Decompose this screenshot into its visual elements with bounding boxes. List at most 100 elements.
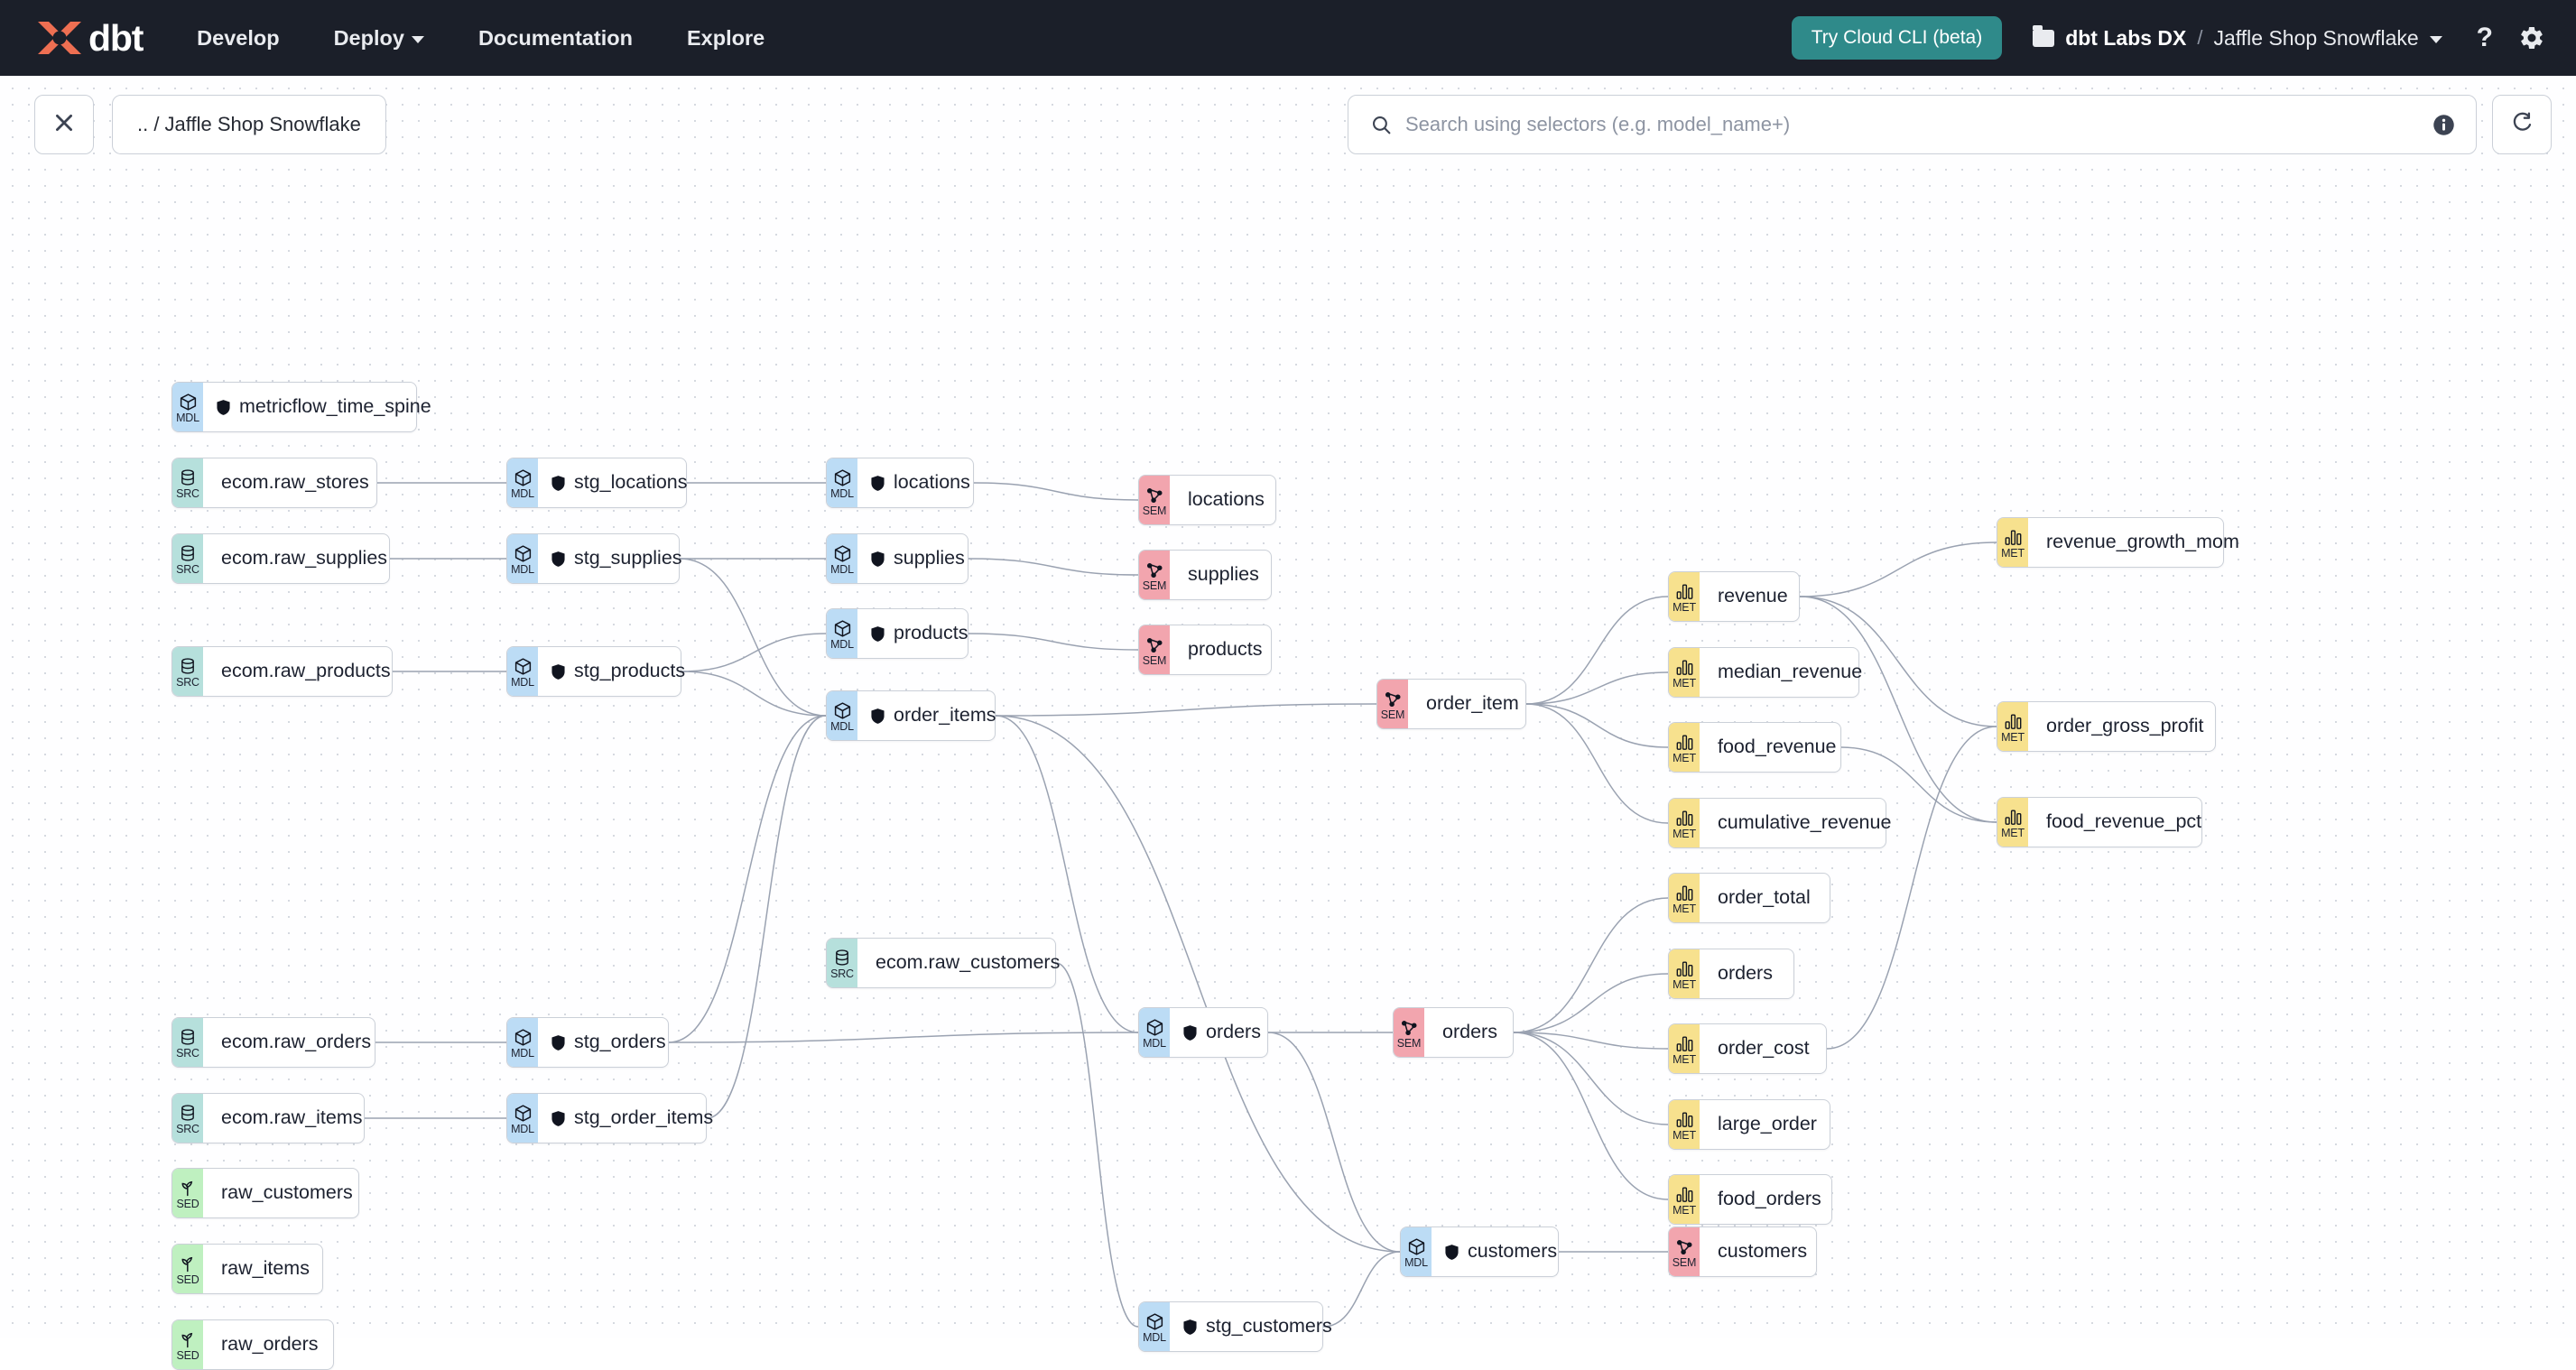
nav-link-develop[interactable]: Develop xyxy=(197,26,279,51)
node-label: revenue_growth_mom xyxy=(2046,531,2239,553)
refresh-button[interactable] xyxy=(2492,95,2552,154)
node-type-badge-sed: SED xyxy=(172,1169,203,1217)
breadcrumb-path-chip[interactable]: .. / Jaffle Shop Snowflake xyxy=(112,95,386,154)
search-input[interactable] xyxy=(1405,113,2432,136)
info-icon[interactable] xyxy=(2432,113,2456,137)
node-label: ecom.raw_supplies xyxy=(221,547,388,569)
node-body: order_items xyxy=(857,691,1013,740)
breadcrumb-project[interactable]: Jaffle Shop Snowflake xyxy=(2213,25,2419,50)
bar-chart-icon xyxy=(2004,528,2023,547)
node-type-label: MET xyxy=(2001,730,2025,744)
node-label: supplies xyxy=(1188,563,1259,586)
cube-icon xyxy=(833,468,852,487)
close-button[interactable] xyxy=(34,95,94,154)
node-type-badge-mdl: MDL xyxy=(507,1094,538,1143)
lineage-edge xyxy=(668,715,827,1043)
node-type-label: MET xyxy=(1673,977,1696,991)
dbt-logo[interactable]: dbt xyxy=(34,18,144,58)
node-body: customers xyxy=(1432,1227,1573,1276)
public-access-shield-icon xyxy=(870,475,885,492)
search-bar[interactable] xyxy=(1348,95,2477,154)
node-type-label: SEM xyxy=(1672,1255,1697,1269)
node-label: stg_customers xyxy=(1206,1315,1332,1338)
node-label: median_revenue xyxy=(1718,661,1863,683)
lineage-node-order_cost[interactable]: MET order_cost xyxy=(1668,1023,1827,1074)
node-type-label: MDL xyxy=(830,486,854,500)
node-type-badge-met: MET xyxy=(1669,572,1700,621)
nav-link-explore-label: Explore xyxy=(686,25,765,50)
lineage-node-ecom_raw_orders[interactable]: SRC ecom.raw_orders xyxy=(171,1017,375,1068)
lineage-node-revenue_growth_mom[interactable]: MET revenue_growth_mom xyxy=(1997,517,2239,568)
node-label: ecom.raw_orders xyxy=(221,1031,372,1053)
node-label: ecom.raw_items xyxy=(221,1106,363,1129)
node-label: food_orders xyxy=(1718,1188,1821,1210)
node-label: raw_orders xyxy=(221,1333,319,1356)
nav-link-explore[interactable]: Explore xyxy=(687,26,764,51)
database-icon xyxy=(179,468,197,487)
node-type-label: MET xyxy=(2001,546,2025,560)
node-type-badge-src: SRC xyxy=(172,458,203,507)
public-access-shield-icon xyxy=(870,625,885,643)
database-icon xyxy=(179,1028,197,1047)
cube-icon xyxy=(514,468,533,487)
nav-link-deploy[interactable]: Deploy xyxy=(334,26,424,51)
node-label: ecom.raw_customers xyxy=(876,951,1061,974)
lineage-canvas[interactable]: .. / Jaffle Shop Snowflake xyxy=(0,76,2576,1370)
node-type-badge-sem: SEM xyxy=(1394,1008,1424,1057)
node-body: stg_customers xyxy=(1170,1302,1348,1351)
nav-link-documentation[interactable]: Documentation xyxy=(478,26,633,51)
node-type-badge-met: MET xyxy=(1669,949,1700,998)
node-type-badge-src: SRC xyxy=(172,1018,203,1067)
help-icon[interactable]: ? xyxy=(2476,23,2493,52)
gear-icon[interactable] xyxy=(2518,24,2545,51)
lineage-edge xyxy=(1826,726,1997,1050)
public-access-shield-icon xyxy=(551,1034,566,1051)
node-type-label: MET xyxy=(1673,1052,1696,1066)
breadcrumb-account[interactable]: dbt Labs DX xyxy=(2065,25,2187,50)
node-body: order_cost xyxy=(1700,1024,1826,1073)
node-type-badge-mdl: MDL xyxy=(827,458,857,507)
project-chevron-down-icon[interactable] xyxy=(2429,35,2442,43)
node-body: cumulative_revenue xyxy=(1700,799,1907,847)
try-cloud-cli-button[interactable]: Try Cloud CLI (beta) xyxy=(1791,16,2003,60)
node-type-label: SRC xyxy=(176,1046,199,1060)
